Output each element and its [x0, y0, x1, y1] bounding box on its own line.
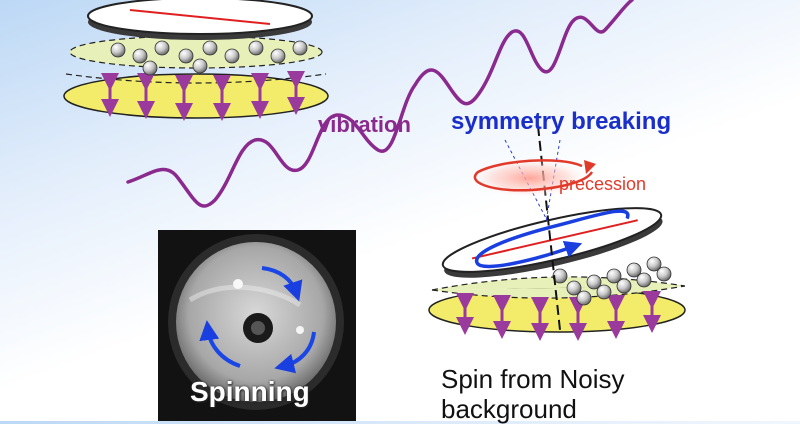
vibration-wave [126, 0, 634, 208]
right-vibration-arrows [456, 291, 661, 341]
vibration-arrows [101, 71, 305, 121]
caption-line-1: Spin from Noisy [441, 364, 625, 394]
tilted-rotor-disk [441, 207, 663, 278]
spinning-photo [158, 230, 356, 421]
clockwise-arrows [199, 266, 316, 374]
spin-caption: Spin from Noisy background [441, 364, 741, 424]
tilted-disk-assembly [428, 125, 686, 341]
vibrating-platform [63, 73, 329, 119]
vibration-label: vibration [318, 112, 411, 137]
caption-line-2: background [441, 394, 577, 424]
spinning-label: Spinning [190, 376, 310, 407]
spin-arrow [474, 209, 630, 269]
right-beads [552, 256, 672, 306]
cone-line-right [545, 139, 561, 223]
top-disk-assembly [63, 0, 329, 121]
precession-ring [468, 158, 596, 198]
precession-label: precession [559, 174, 647, 194]
rotor-disk [87, 0, 313, 40]
symmetry-breaking-label: symmetry breaking [451, 108, 672, 135]
beads-layer [110, 40, 308, 76]
